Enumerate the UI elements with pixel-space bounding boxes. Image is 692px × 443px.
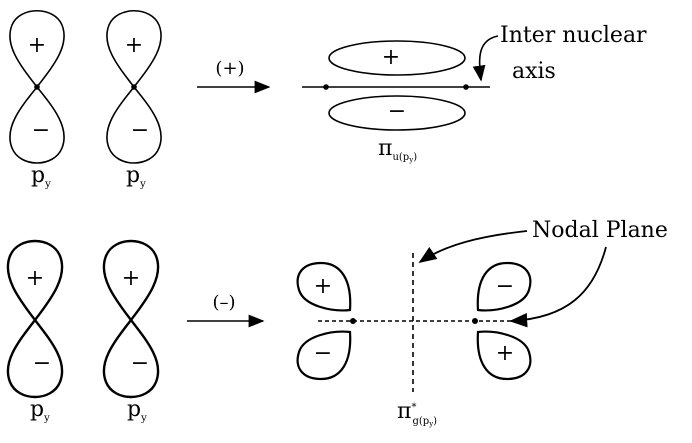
pi-u-bonding-mo: + − [302, 40, 490, 131]
nucleus-dot [34, 84, 40, 90]
upper-lobe [6, 239, 64, 322]
pi-u-label: πu(py) [378, 136, 417, 164]
upper-lobe-sign: + [125, 33, 143, 58]
upper-lobe [9, 10, 65, 89]
bottom-py-orbital-2: + − py [102, 239, 160, 424]
combination-label-plus: (+) [215, 58, 244, 79]
orbital-label: py [31, 163, 51, 190]
nucleus-dot [131, 84, 137, 90]
nucleus-right [463, 84, 469, 90]
left-lower-lobe [296, 330, 352, 381]
lower-lobe [106, 85, 162, 164]
upper-lobe-sign: + [26, 266, 44, 291]
pi-g-star-label: π*g(py) [397, 399, 437, 428]
right-lower-lobe [476, 330, 532, 381]
top-py-orbital-2: + − py [106, 10, 162, 190]
bottom-py-orbital-1: + − py [6, 239, 64, 424]
nucleus-left [350, 318, 356, 324]
upper-lobe-sign: + [122, 266, 140, 291]
upper-ellipse [328, 40, 466, 76]
orbital-label: py [30, 397, 50, 424]
upper-lobe [102, 239, 160, 322]
right-upper-sign: − [496, 274, 514, 299]
internuclear-axis-label-2: axis [512, 59, 556, 84]
lower-lobe [9, 85, 65, 164]
right-upper-lobe [476, 261, 532, 312]
nodal-plane-pointer-2 [509, 246, 607, 328]
lower-lobe-sign: − [131, 118, 149, 143]
combination-label-minus: (–) [212, 292, 235, 313]
upper-lobe [106, 10, 162, 89]
pi-g-antibonding-mo: + − − + [296, 253, 532, 392]
lower-lobe-sign: − [32, 118, 50, 143]
left-upper-lobe [296, 261, 352, 312]
upper-lobe-sign: + [28, 33, 46, 58]
orbital-label: py [127, 397, 147, 424]
nucleus-right [472, 318, 478, 324]
lower-lobe-sign: − [131, 351, 149, 376]
orbital-label: py [126, 163, 146, 190]
right-lower-sign: + [496, 341, 514, 366]
lower-lobe-sign: − [33, 351, 51, 376]
lower-sign: − [388, 99, 406, 124]
internuclear-axis-label-1: Inter nuclear [500, 23, 647, 48]
nodal-plane-label: Nodal Plane [532, 218, 668, 243]
nodal-plane-pointer-1 [418, 230, 528, 264]
lower-ellipse [328, 95, 466, 131]
left-lower-sign: − [314, 341, 332, 366]
upper-sign: + [382, 45, 400, 70]
axis-pointer-arrow [472, 35, 499, 82]
top-py-orbital-1: + − py [9, 10, 65, 190]
lower-lobe [102, 318, 160, 399]
nucleus-left [323, 84, 329, 90]
left-upper-sign: + [314, 274, 332, 299]
lower-lobe [6, 318, 64, 399]
